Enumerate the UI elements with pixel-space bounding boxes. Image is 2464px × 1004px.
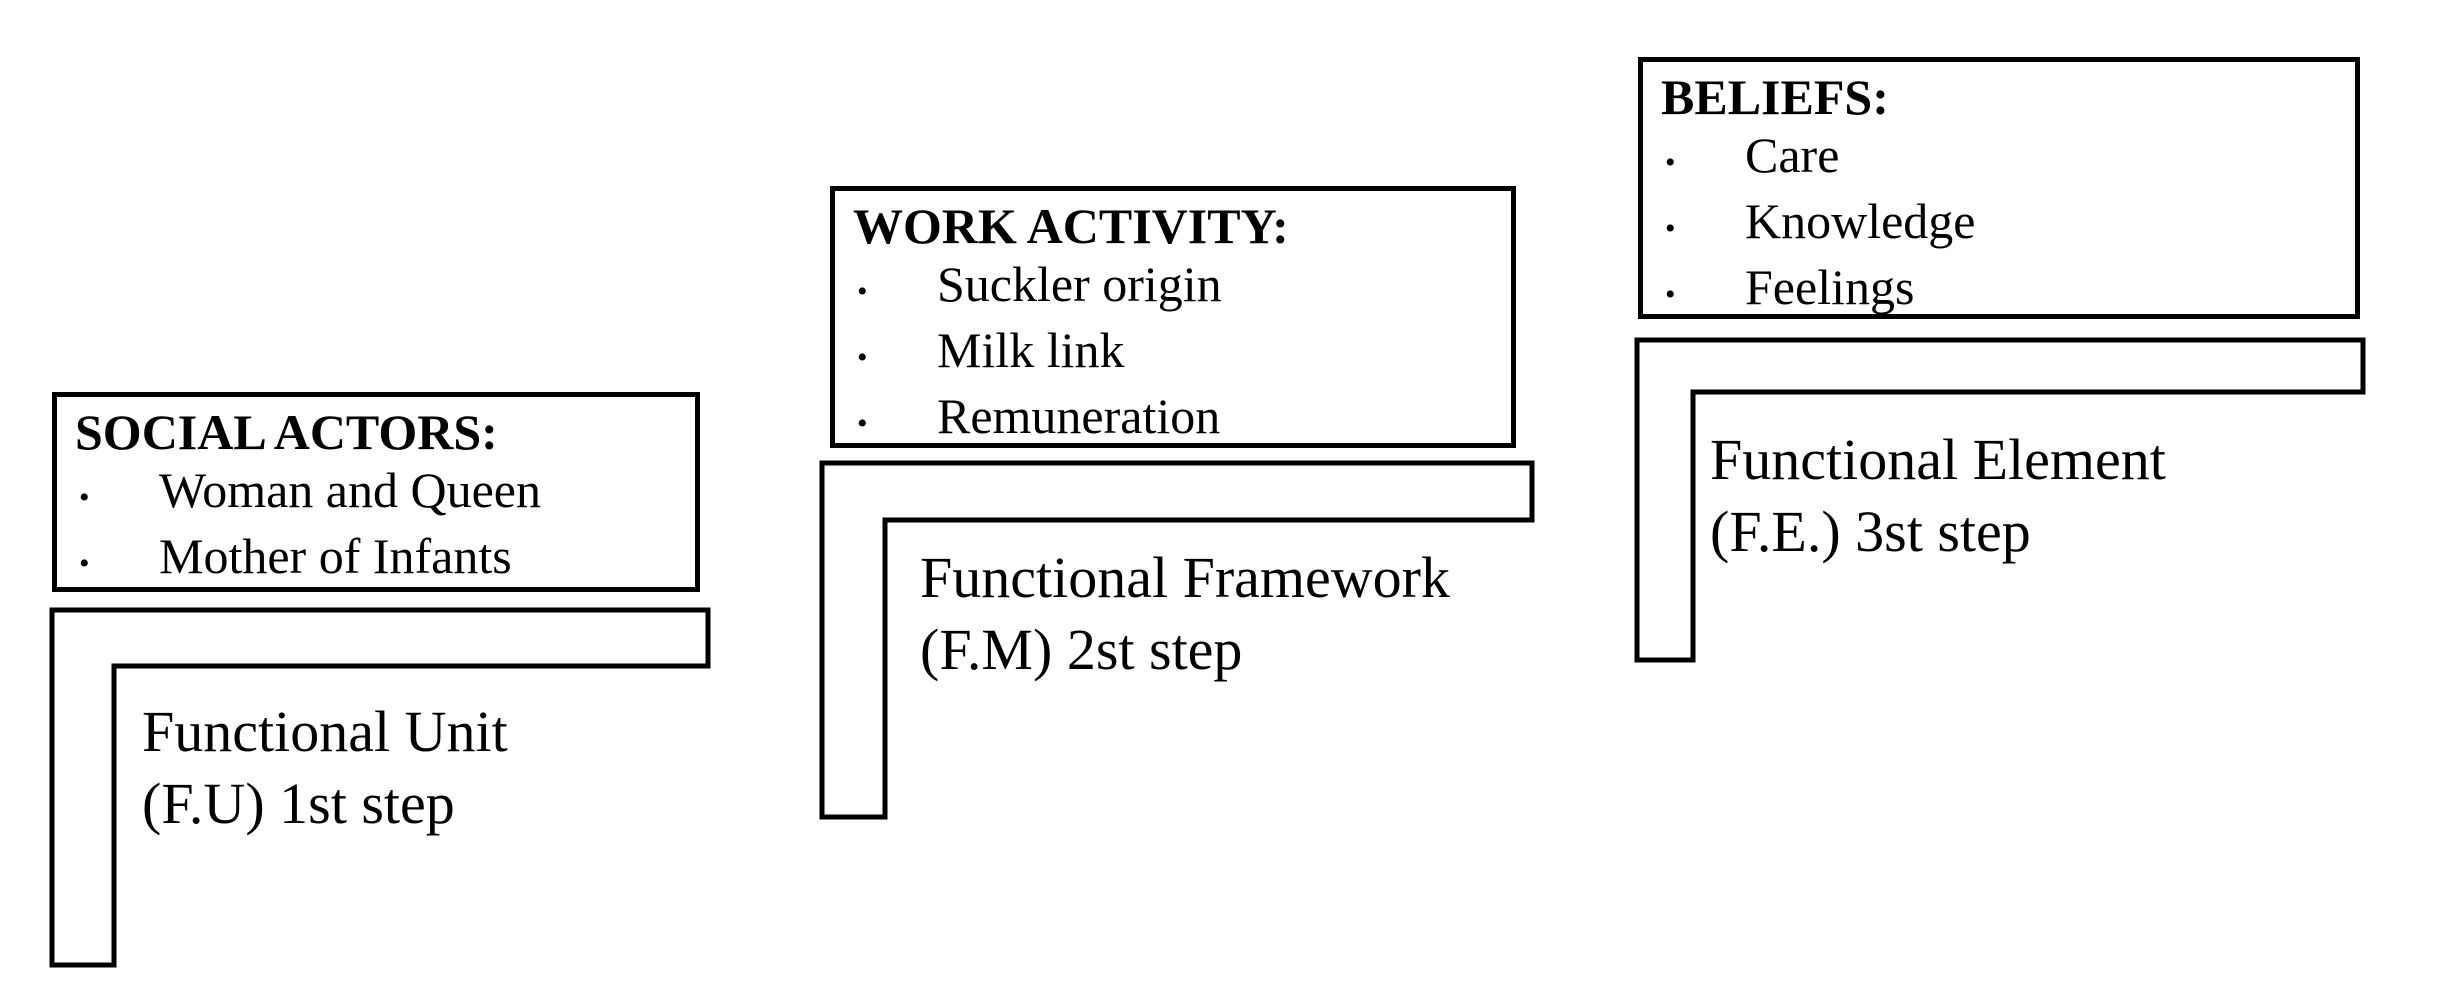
step-3-label-line-1: Functional Element xyxy=(1710,427,2166,492)
list-item-label: Feelings xyxy=(1745,259,1915,315)
list-item: • Woman and Queen xyxy=(75,461,679,527)
list-item-label: Remuneration xyxy=(937,388,1221,444)
step-2-label: Functional Framework (F.M) 2st step xyxy=(920,542,1450,686)
step-1-label: Functional Unit (F.U) 1st step xyxy=(142,696,508,840)
step-2-label-line-1: Functional Framework xyxy=(920,545,1450,610)
list-item: • Knowledge xyxy=(1661,192,2339,258)
step-2-label-line-2: (F.M) 2st step xyxy=(920,617,1243,682)
step-3-connector xyxy=(1634,337,2366,663)
step-1-label-line-1: Functional Unit xyxy=(142,699,508,764)
step-3-label-line-2: (F.E.) 3st step xyxy=(1710,499,2031,564)
social-actors-title: SOCIAL ACTORS: xyxy=(75,404,498,460)
bullet-icon: • xyxy=(857,275,868,308)
bullet-icon: • xyxy=(857,341,868,374)
list-item-label: Knowledge xyxy=(1745,193,1976,249)
step-3-label: Functional Element (F.E.) 3st step xyxy=(1710,424,2166,568)
list-item: • Feelings xyxy=(1661,258,2339,324)
bullet-icon: • xyxy=(79,547,90,580)
list-item: • Remuneration xyxy=(853,387,1495,453)
step-1-connector xyxy=(49,607,711,968)
work-activity-box: WORK ACTIVITY: • Suckler origin • Milk l… xyxy=(830,186,1516,448)
list-item: • Suckler origin xyxy=(853,255,1495,321)
social-actors-box: SOCIAL ACTORS: • Woman and Queen • Mothe… xyxy=(52,392,700,592)
list-item-label: Mother of Infants xyxy=(159,528,512,584)
beliefs-title: BELIEFS: xyxy=(1661,69,1889,125)
step-1-label-line-2: (F.U) 1st step xyxy=(142,771,455,836)
bullet-icon: • xyxy=(1665,278,1676,311)
bullet-icon: • xyxy=(1665,212,1676,245)
bullet-icon: • xyxy=(857,407,868,440)
list-item-label: Milk link xyxy=(937,322,1125,378)
list-item-label: Care xyxy=(1745,127,1840,183)
list-item: • Care xyxy=(1661,126,2339,192)
step-2-connector xyxy=(819,460,1535,820)
list-item-label: Woman and Queen xyxy=(159,462,541,518)
bullet-icon: • xyxy=(79,481,90,514)
list-item: • Milk link xyxy=(853,321,1495,387)
beliefs-box: BELIEFS: • Care • Knowledge • Feelings xyxy=(1638,57,2360,319)
list-item-label: Suckler origin xyxy=(937,256,1222,312)
list-item: • Mother of Infants xyxy=(75,527,679,593)
work-activity-title: WORK ACTIVITY: xyxy=(853,198,1289,254)
bullet-icon: • xyxy=(1665,146,1676,179)
